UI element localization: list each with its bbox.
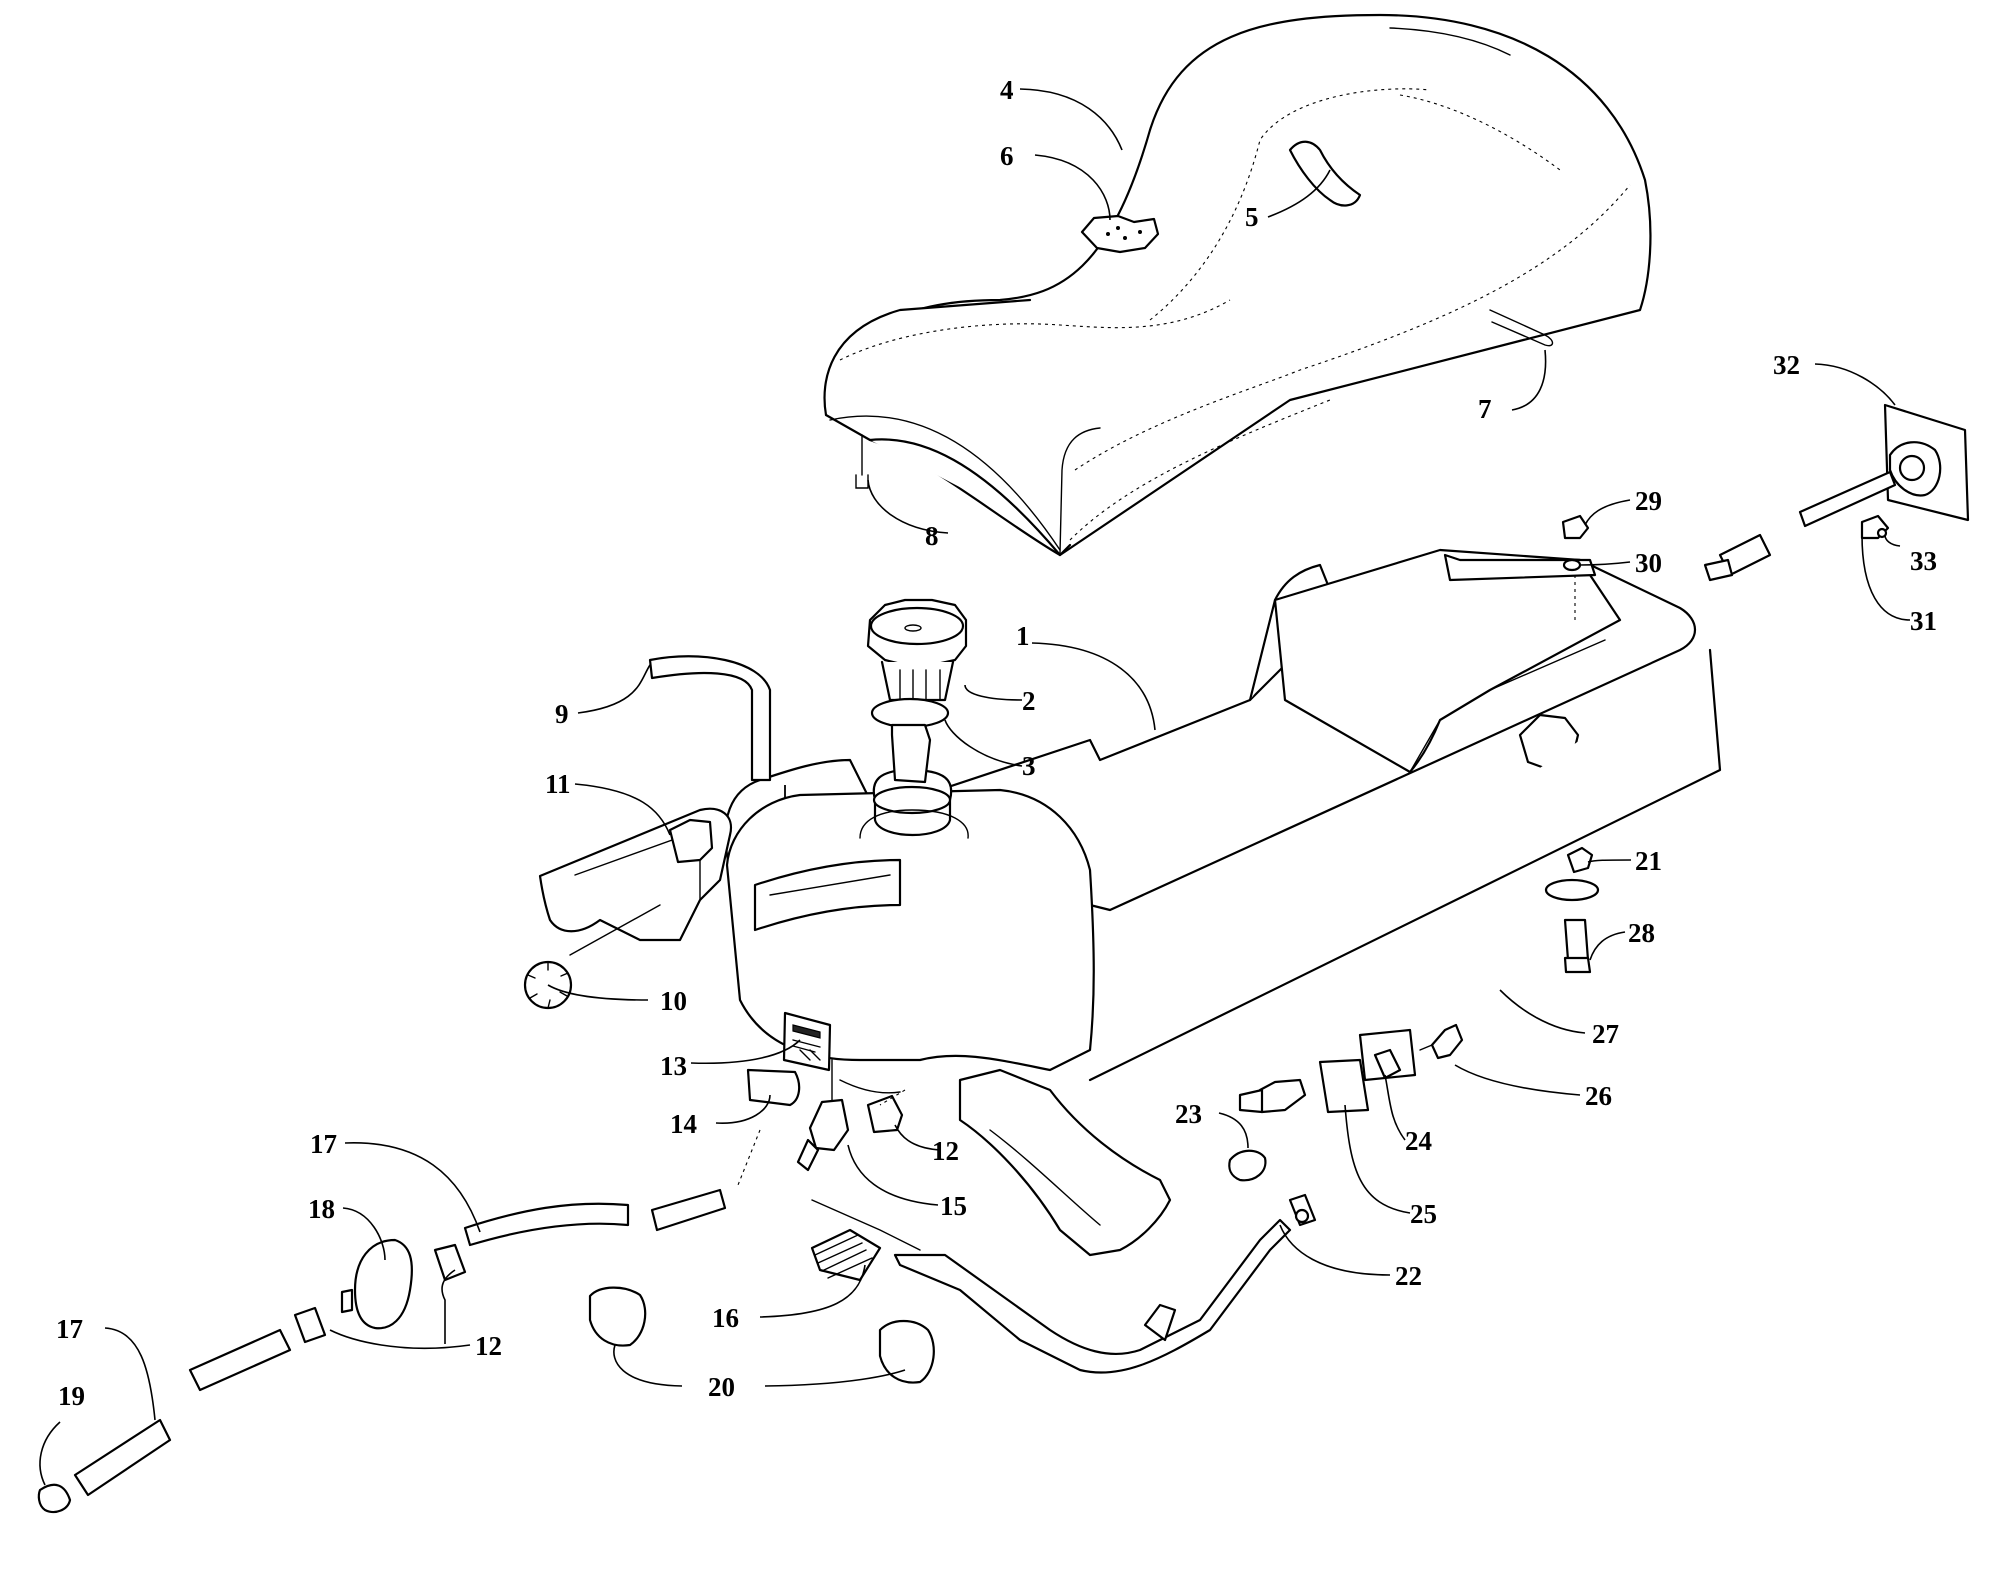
callout-2: 2 xyxy=(1022,686,1036,716)
callout-30: 30 xyxy=(1635,548,1662,578)
callout-labels: 1 2 3 4 5 6 7 8 9 10 11 12 12 12 13 14 1… xyxy=(56,75,1937,1411)
callout-31: 31 xyxy=(1910,606,1937,636)
ignition-switch xyxy=(1703,403,1970,582)
callout-15: 15 xyxy=(940,1191,967,1221)
fuel-line xyxy=(37,1129,761,1514)
callout-16: 16 xyxy=(712,1303,739,1333)
callout-5: 5 xyxy=(1245,202,1259,232)
seat xyxy=(823,13,1652,557)
callout-21: 21 xyxy=(1635,846,1662,876)
callout-7: 7 xyxy=(1478,394,1492,424)
callout-29: 29 xyxy=(1635,486,1662,516)
callout-9: 9 xyxy=(555,699,569,729)
callout-32: 32 xyxy=(1773,350,1800,380)
callout-17b: 17 xyxy=(56,1314,83,1344)
gas-cap xyxy=(866,598,968,784)
clamps xyxy=(588,1286,935,1384)
callout-25: 25 xyxy=(1410,1199,1437,1229)
callout-12b: 12 xyxy=(475,1331,502,1361)
callout-22: 22 xyxy=(1395,1261,1422,1291)
callout-19: 19 xyxy=(58,1381,85,1411)
mounting-hardware xyxy=(1544,514,1600,974)
vent-hose xyxy=(648,655,786,798)
callout-11: 11 xyxy=(545,769,571,799)
callout-8: 8 xyxy=(925,521,939,551)
callout-1: 1 xyxy=(1016,621,1030,651)
leader-lines xyxy=(39,88,1911,1486)
callout-3: 3 xyxy=(1022,751,1036,781)
fuel-valve xyxy=(746,1068,906,1172)
callout-10: 10 xyxy=(660,986,687,1016)
callout-13: 13 xyxy=(660,1051,687,1081)
callout-23: 23 xyxy=(1175,1099,1202,1129)
callout-24: 24 xyxy=(1405,1126,1432,1156)
callout-6: 6 xyxy=(1000,141,1014,171)
callout-20: 20 xyxy=(708,1372,735,1402)
throttle-cable xyxy=(810,1193,1317,1374)
callout-26: 26 xyxy=(1585,1081,1612,1111)
switch-assembly xyxy=(1228,1023,1464,1182)
callout-18: 18 xyxy=(308,1194,335,1224)
callout-33: 33 xyxy=(1910,546,1937,576)
fitting-11 xyxy=(523,818,714,1010)
callout-12a: 12 xyxy=(932,1136,959,1166)
callout-17a: 17 xyxy=(310,1129,337,1159)
gas-tank xyxy=(538,548,1722,1257)
callout-4: 4 xyxy=(1000,75,1014,105)
callout-14: 14 xyxy=(670,1109,697,1139)
callout-28: 28 xyxy=(1628,918,1655,948)
callout-27: 27 xyxy=(1592,1019,1619,1049)
